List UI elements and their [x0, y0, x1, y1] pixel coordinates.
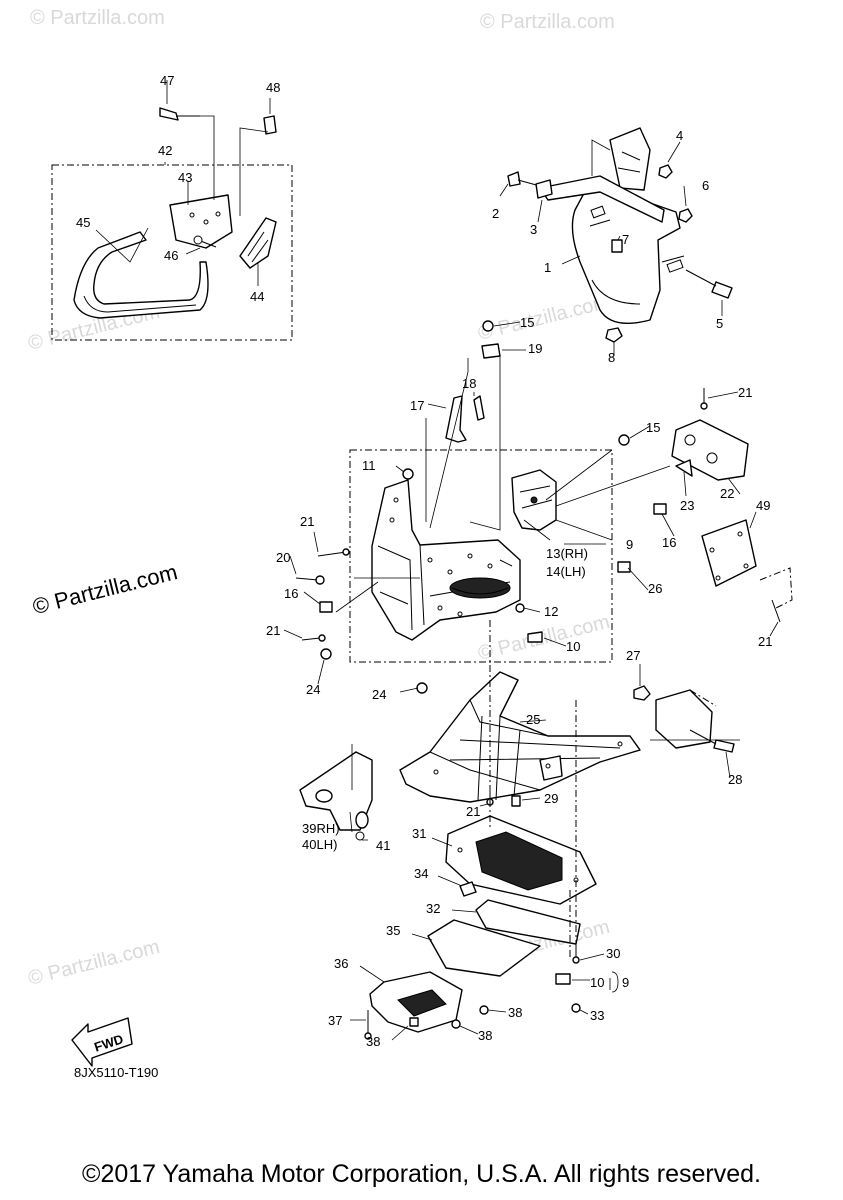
callout-31: 31	[412, 826, 426, 841]
callout-41: 41	[376, 838, 390, 853]
callout-46: 46	[164, 248, 178, 263]
callout-21e: 21	[466, 804, 480, 819]
callout-13: 13(RH)	[546, 546, 588, 561]
callout-20: 20	[276, 550, 290, 565]
watermark: © Partzilla.com	[26, 936, 162, 990]
main-frame	[399, 671, 641, 803]
bumper-bracket	[169, 194, 233, 249]
callout-38b: 38	[508, 1005, 522, 1020]
callout-4: 4	[676, 128, 683, 143]
callout-27: 27	[626, 648, 640, 663]
front-frame-group: 11 13(RH) 14(LH) 9 12 10	[349, 449, 671, 663]
callout-26: 26	[648, 581, 662, 596]
callout-45: 45	[76, 215, 90, 230]
figure-code: 8JX5110-T190	[74, 1065, 158, 1080]
callout-9: 9	[626, 537, 633, 552]
group-42-box	[51, 164, 293, 341]
frame-fasteners: 15 19 18 17 15 21 23 22 49 16 26 21 21 2…	[266, 315, 793, 702]
callout-15: 15	[520, 315, 534, 330]
callout-32: 32	[426, 901, 440, 916]
group-9-box	[349, 449, 613, 663]
upper-bracket-assembly: 4 2 3 6 7 1 5 8	[492, 127, 733, 365]
copyright-text: ©2017 Yamaha Motor Corporation, U.S.A. A…	[82, 1160, 761, 1188]
callout-21b: 21	[300, 514, 314, 529]
bumper-highlight	[83, 295, 197, 313]
fwd-indicator: FWD 8JX5110-T190	[71, 1017, 158, 1080]
callout-34: 34	[414, 866, 428, 881]
callout-22: 22	[720, 486, 734, 501]
callout-5: 5	[716, 316, 723, 331]
callout-19: 19	[528, 341, 542, 356]
callout-48: 48	[266, 80, 280, 95]
front-frame	[371, 479, 521, 641]
callout-37: 37	[328, 1013, 342, 1028]
callout-25: 25	[526, 712, 540, 727]
callout-14: 14(LH)	[546, 564, 586, 579]
callout-7: 7	[622, 232, 629, 247]
skid-plate-group: 31 34 32 35 36 37 38 38 38 33 30 10 9	[328, 620, 629, 1049]
callout-38a: 38	[366, 1034, 380, 1049]
callout-1: 1	[544, 260, 551, 275]
stay-17	[445, 395, 467, 443]
callout-30: 30	[606, 946, 620, 961]
fwd-arrow-icon	[71, 1017, 133, 1067]
frame-opening	[449, 577, 511, 599]
watermark: © Partzilla.com	[30, 7, 165, 29]
callout-40: 40LH)	[302, 837, 337, 852]
watermark: © Partzilla.com	[476, 291, 612, 345]
watermark: © Partzilla.com	[480, 11, 615, 33]
callout-16a: 16	[284, 586, 298, 601]
callout-35: 35	[386, 923, 400, 938]
upper-mount	[609, 127, 651, 191]
callout-47: 47	[160, 73, 174, 88]
callout-42: 42	[158, 143, 172, 158]
callout-36: 36	[334, 956, 348, 971]
guard-plate	[239, 217, 277, 269]
callout-15b: 15	[646, 420, 660, 435]
side-mount-39-40	[299, 751, 373, 831]
bracket-crossbar	[539, 175, 665, 223]
callout-24a: 24	[306, 682, 320, 697]
plate-35	[427, 919, 541, 977]
callout-10: 10	[566, 639, 580, 654]
callout-9b: 9	[622, 975, 629, 990]
callout-17: 17	[410, 398, 424, 413]
plate-32	[475, 899, 581, 945]
callout-18: 18	[462, 376, 476, 391]
callout-23: 23	[680, 498, 694, 513]
bumper-group: 47 48 42 43 45 46 44	[51, 73, 293, 341]
callout-21d: 21	[758, 634, 772, 649]
callout-43: 43	[178, 170, 192, 185]
callout-16b: 16	[662, 535, 676, 550]
callout-21a: 21	[738, 385, 752, 400]
callout-2: 2	[492, 206, 499, 221]
plate-49	[701, 519, 757, 587]
callout-8: 8	[608, 350, 615, 365]
callout-28: 28	[728, 772, 742, 787]
callout-49: 49	[756, 498, 770, 513]
callout-29: 29	[544, 791, 558, 806]
callout-3: 3	[530, 222, 537, 237]
callout-33: 33	[590, 1008, 604, 1023]
tube-bumper	[73, 231, 209, 319]
callout-24b: 24	[372, 687, 386, 702]
callout-38c: 38	[478, 1028, 492, 1043]
callout-12: 12	[544, 604, 558, 619]
main-frame-group: 25 27 28 21 29 39RH) 40LH) 41	[299, 648, 742, 853]
callout-10b: 10	[590, 975, 604, 990]
callout-21c: 21	[266, 623, 280, 638]
callout-6: 6	[702, 178, 709, 193]
callout-39: 39RH)	[302, 821, 340, 836]
callout-11: 11	[362, 458, 376, 473]
callout-44: 44	[250, 289, 264, 304]
